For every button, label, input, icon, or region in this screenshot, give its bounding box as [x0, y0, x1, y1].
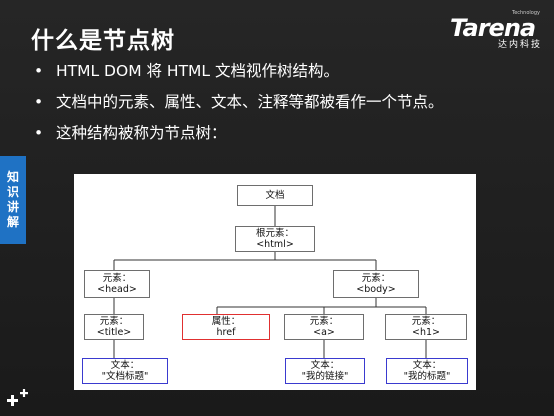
document-node: 文档: [237, 185, 313, 206]
title-text-node: 文本： "文档标题": [82, 358, 168, 384]
node-label: 文档: [265, 190, 285, 201]
node-value: <html>: [256, 239, 294, 250]
slide-title: 什么是节点树: [31, 28, 175, 54]
logo-subtitle: 达内科技: [497, 40, 542, 50]
body-element-node: 元素： <body>: [333, 270, 419, 298]
logo-brand: Tarena: [450, 14, 536, 42]
bullet-list: • HTML DOM 将 HTML 文档视作树结构。 • 文档中的元素、属性、文本、…: [34, 62, 444, 157]
node-value: href: [216, 327, 236, 338]
tab-char: 识: [6, 185, 19, 199]
bullet-text: 文档中的元素、属性、文本、注释等都被看作一个节点。: [56, 93, 444, 111]
node-kind: 元素：: [309, 316, 339, 327]
node-kind: 元素：: [361, 273, 391, 284]
node-value: "我的标题": [403, 371, 451, 382]
a-element-node: 元素： <a>: [284, 314, 364, 340]
tab-char: 知: [6, 170, 19, 184]
plus-plus-icon: [7, 389, 28, 406]
bullet-dot: •: [34, 62, 44, 80]
node-kind: 元素：: [102, 273, 132, 284]
link-text-node: 文本： "我的链接": [285, 358, 365, 384]
bullet-item: • 这种结构被称为节点树：: [34, 124, 444, 157]
h1-text-node: 文本： "我的标题": [386, 358, 468, 384]
node-value: <head>: [97, 284, 137, 295]
root-element-node: 根元素： <html>: [235, 226, 315, 252]
href-attribute-node: 属性： href: [182, 314, 270, 340]
node-value: <h1>: [412, 327, 440, 338]
bullet-text: 这种结构被称为节点树：: [56, 124, 227, 142]
h1-element-node: 元素： <h1>: [385, 314, 467, 340]
bullet-dot: •: [34, 93, 44, 111]
node-kind: 元素：: [411, 316, 441, 327]
title-element-node: 元素： <title>: [84, 314, 144, 340]
node-kind: 文本：: [412, 360, 442, 371]
bullet-text: HTML DOM 将 HTML 文档视作树结构。: [56, 62, 339, 80]
tarena-logo: Technology Tarena 达内科技: [450, 8, 546, 50]
bullet-item: • HTML DOM 将 HTML 文档视作树结构。: [34, 62, 444, 95]
knowledge-tab[interactable]: 知 识 讲 解: [0, 156, 26, 244]
node-kind: 属性：: [211, 316, 241, 327]
node-kind: 元素：: [99, 316, 129, 327]
tab-char: 解: [6, 215, 19, 229]
bullet-item: • 文档中的元素、属性、文本、注释等都被看作一个节点。: [34, 93, 444, 126]
node-value: "文档标题": [101, 371, 149, 382]
node-value: <title>: [96, 327, 132, 338]
node-kind: 根元素：: [255, 228, 294, 239]
node-kind: 文本：: [110, 360, 140, 371]
node-tree-diagram: 文档 根元素： <html> 元素： <head> 元素： <body> 元素：…: [74, 174, 476, 390]
bullet-dot: •: [34, 124, 44, 142]
node-value: <body>: [356, 284, 396, 295]
tree-connectors: [113, 206, 427, 358]
node-value: "我的链接": [301, 371, 349, 382]
node-kind: 文本：: [310, 360, 340, 371]
head-element-node: 元素： <head>: [84, 270, 150, 298]
node-value: <a>: [313, 327, 335, 338]
tab-char: 讲: [6, 200, 19, 214]
logo-tagline: Technology: [511, 10, 540, 16]
